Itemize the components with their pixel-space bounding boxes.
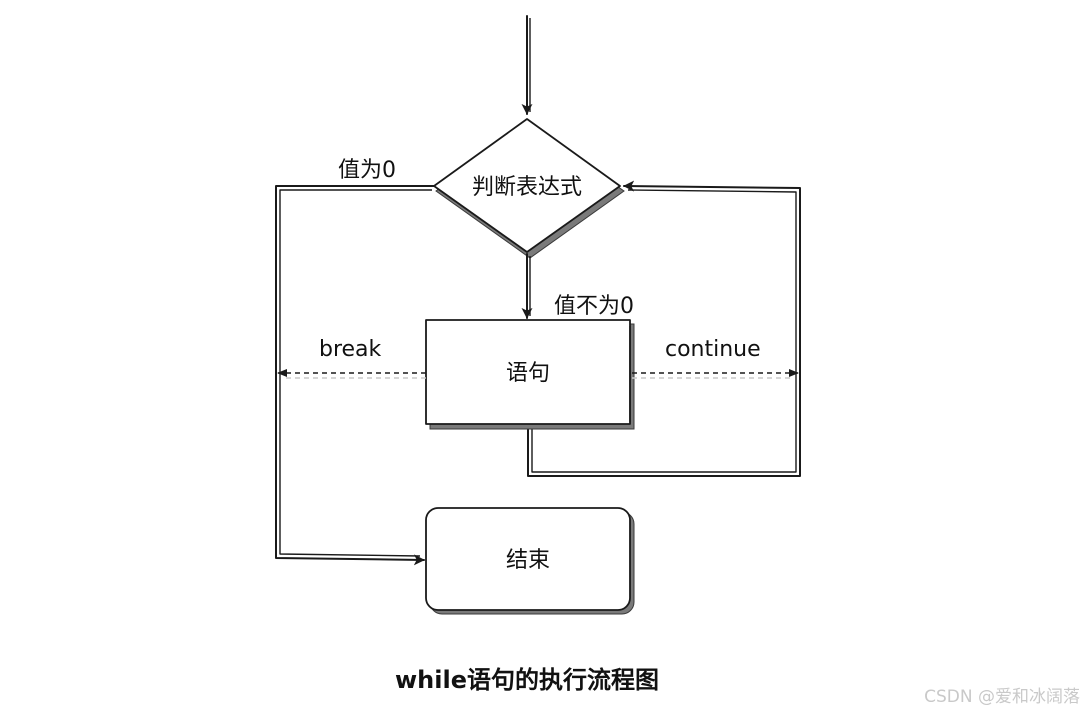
condition-label: 判断表达式 — [472, 175, 582, 200]
statement-box — [425, 319, 631, 425]
end-node: 结束 — [425, 507, 635, 615]
continue-label: continue — [665, 337, 761, 362]
end-box — [425, 507, 631, 611]
true-label: 值不为0 — [554, 294, 634, 319]
entry-arrow — [521, 15, 533, 115]
watermark-text: CSDN @爱和冰阔落 — [924, 687, 1080, 707]
statement-label: 语句 — [506, 361, 550, 386]
false-label: 值为0 — [338, 158, 396, 183]
true-arrow — [521, 253, 533, 319]
break-arrow — [277, 369, 426, 379]
condition-diamond — [433, 118, 621, 253]
condition-node: 判断表达式 — [433, 118, 625, 259]
statement-node: 语句 — [425, 319, 635, 430]
end-label: 结束 — [506, 548, 550, 573]
loop-back-path — [527, 180, 801, 477]
continue-arrow — [632, 369, 799, 379]
break-label: break — [319, 337, 382, 362]
diagram-caption: while语句的执行流程图 — [395, 666, 659, 694]
